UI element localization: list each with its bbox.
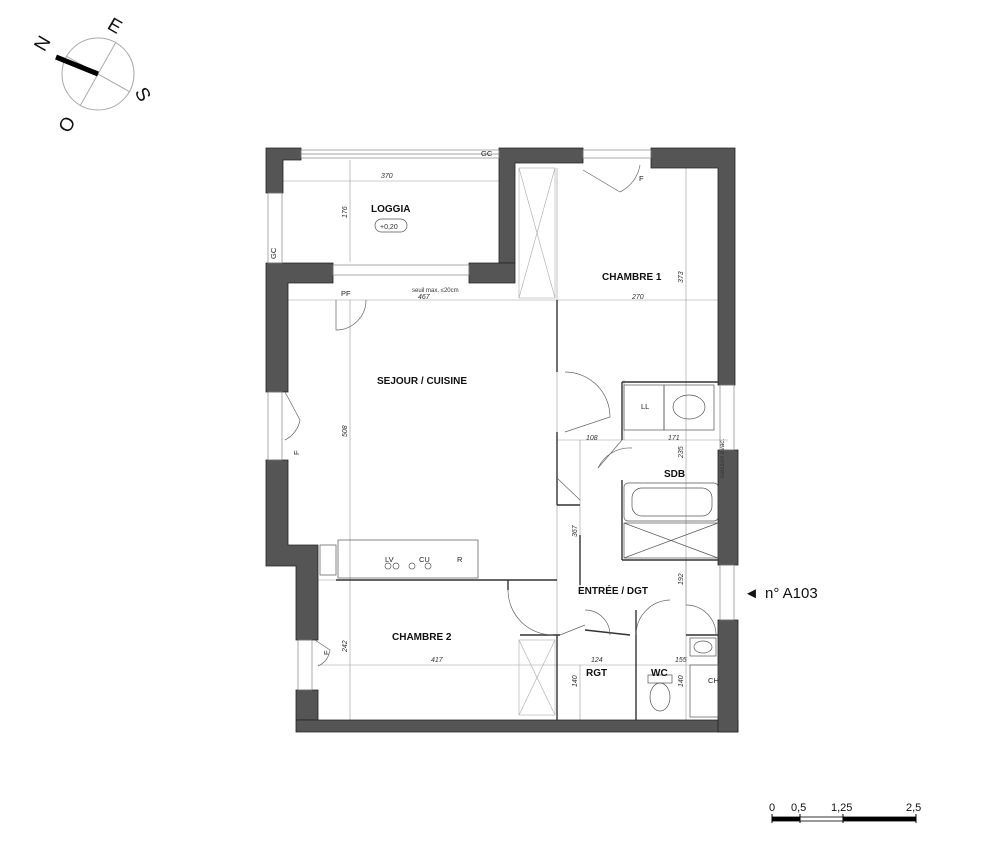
toilet-bowl (649, 682, 671, 712)
water-heater (689, 664, 719, 718)
dim-entree-height: 367 (572, 524, 579, 537)
exterior-walls (265, 147, 739, 733)
compass-e: E (104, 14, 125, 39)
label-pf: PF (341, 289, 351, 298)
dim-sdb-width-2: 171 (668, 435, 680, 442)
dim-loggia-height: 176 (342, 206, 349, 218)
label-caisson: caisson évac. (719, 438, 726, 478)
kitchen-counter (319, 539, 479, 579)
room-sejour-cuisine: SEJOUR / CUISINE (377, 376, 467, 387)
scale-bar: 0 0,5 1,25 2,5 (769, 802, 921, 823)
room-rgt: RGT (586, 668, 607, 679)
compass-circle (61, 37, 135, 111)
room-loggia: LOGGIA (371, 204, 410, 215)
compass-north-needle (55, 54, 99, 77)
compass-rose: N E S O (30, 14, 154, 136)
sink-basin (672, 394, 706, 420)
loggia-level-badge (374, 218, 408, 233)
label-ll: LL (641, 402, 649, 411)
label-f-bottom: F (322, 650, 331, 655)
room-entree-dgt: ENTRÉE / DGT (578, 584, 648, 597)
dim-chambre2-height: 242 (342, 640, 349, 653)
dim-rgt-height: 140 (572, 675, 579, 687)
shower-tray (623, 522, 719, 559)
dim-entree-height-2: 192 (678, 573, 685, 585)
label-f-left: F (292, 450, 301, 455)
label-cu: CU (419, 555, 430, 564)
label-r: R (457, 555, 463, 564)
bathroom-fixtures (623, 384, 719, 718)
unit-marker-arrow: ◄ (744, 585, 759, 602)
bathtub-inner (631, 487, 713, 517)
dim-wc-width: 155 (675, 657, 687, 664)
label-gc-top: GC (481, 149, 493, 158)
dim-chambre1-height: 373 (678, 271, 685, 283)
label-seuil: seuil max. ≤20cm (412, 288, 459, 294)
dim-chambre2-width: 417 (431, 657, 444, 664)
scale-tick-2-5: 2,5 (906, 802, 921, 814)
room-chambre-2: CHAMBRE 2 (392, 632, 452, 643)
room-sdb: SDB (664, 469, 685, 480)
dim-sdb-width-1: 108 (586, 435, 598, 442)
interior-walls (336, 300, 718, 720)
compass-n: N (30, 33, 55, 55)
compass-o: O (55, 113, 81, 136)
dim-sejour-width: 467 (418, 294, 431, 301)
room-chambre-1: CHAMBRE 1 (602, 272, 662, 283)
room-wc: WC (651, 668, 668, 679)
label-ch: CH (708, 676, 719, 685)
scale-tick-0: 0 (769, 802, 775, 814)
door-swings (284, 164, 717, 667)
dim-rgt-width: 124 (591, 657, 603, 664)
dim-sdb-height: 235 (678, 446, 685, 459)
unit-id: n° A103 (765, 585, 818, 602)
label-gc-left: GC (269, 247, 278, 259)
scale-tick-1-25: 1,25 (831, 802, 852, 814)
sink-counter (663, 384, 715, 431)
wc-sink (689, 637, 717, 657)
scale-tick-0-5: 0,5 (791, 802, 806, 814)
bathtub (623, 482, 719, 522)
label-f-top: F (639, 174, 644, 183)
windows (267, 149, 735, 691)
label-lv: LV (385, 555, 394, 564)
compass-s: S (130, 84, 155, 105)
dim-loggia-width: 370 (381, 173, 393, 180)
closets (518, 167, 556, 716)
dim-chambre1-width: 270 (631, 294, 644, 301)
dim-sejour-height: 508 (342, 425, 349, 437)
loggia-level: +0,20 (380, 224, 398, 231)
dim-wc-height: 140 (678, 675, 685, 687)
